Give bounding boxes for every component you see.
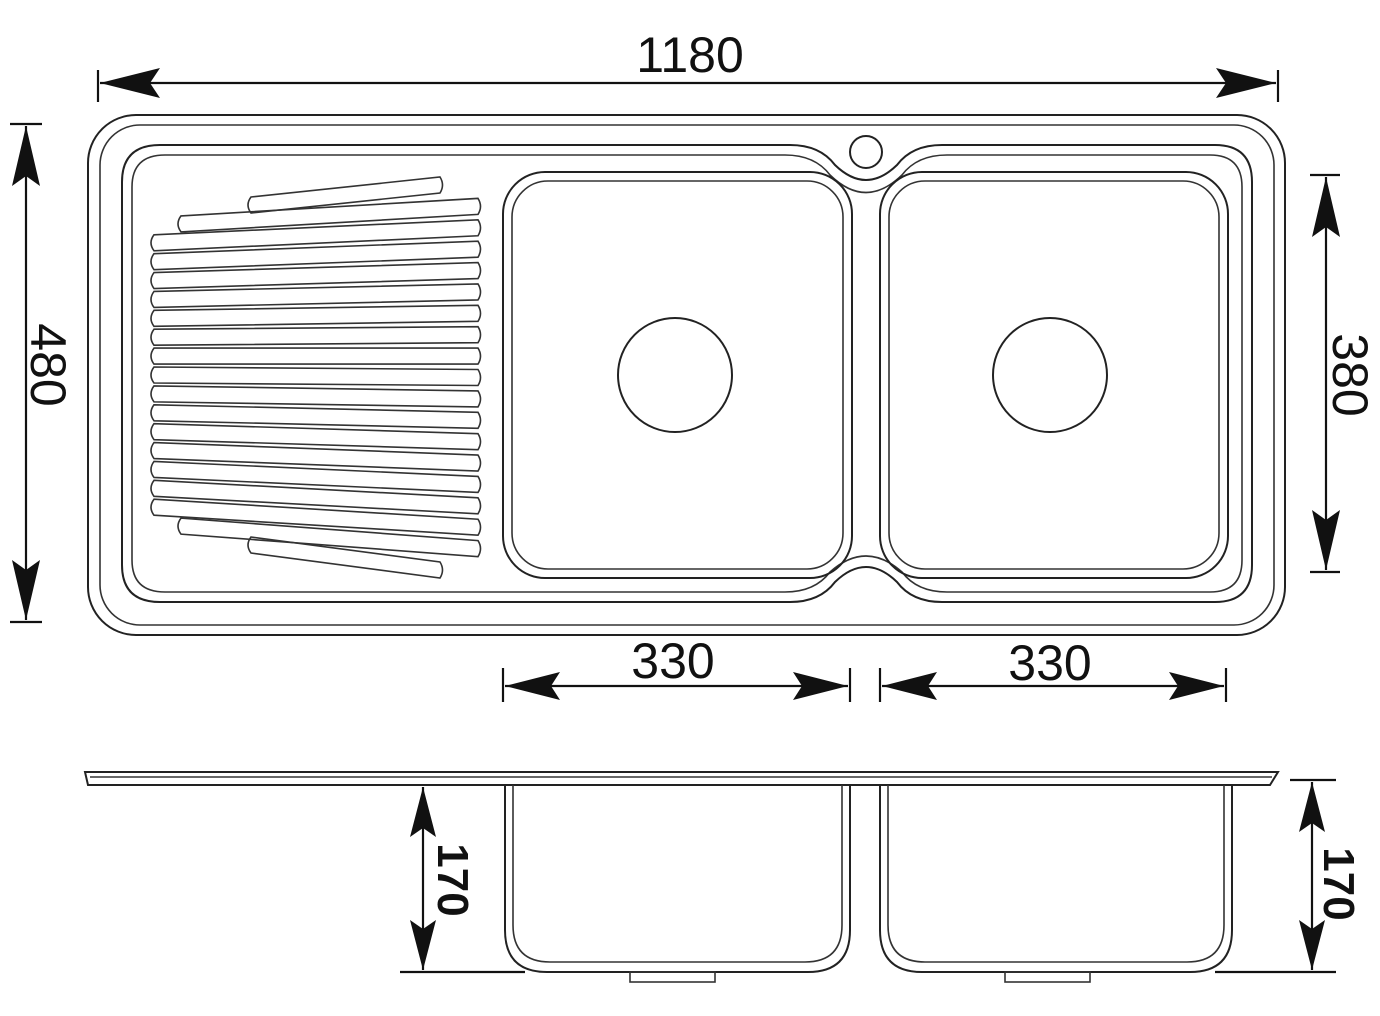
drainboard-groove — [150, 325, 482, 347]
drainboard-groove — [150, 479, 482, 515]
sink-top-view — [87, 114, 1286, 636]
right-bowl — [879, 171, 1229, 579]
left-bowl-width-label: 330 — [631, 633, 714, 689]
drainboard-groove — [150, 347, 482, 365]
overall-width-dimension: 480 — [10, 122, 76, 624]
drainboard-groove — [150, 403, 482, 430]
drainboard-groove — [150, 422, 482, 451]
left-drain — [617, 317, 733, 433]
right-bowl-depth-dimension: 170 — [1215, 778, 1363, 974]
right-bowl-width-label: 330 — [1008, 635, 1091, 691]
right-drain — [992, 317, 1108, 433]
overall-length-label: 1180 — [636, 27, 744, 83]
bowl-length-dimension: 380 — [1310, 173, 1378, 574]
drainboard-groove — [150, 218, 482, 252]
drainboard-groove — [150, 498, 482, 537]
drainboard-groove — [150, 366, 482, 387]
drainboard-grooves — [150, 176, 482, 579]
overall-length-dimension: 1180 — [96, 27, 1280, 102]
drainboard-groove — [247, 536, 444, 579]
left-bowl-width-dimension: 330 — [501, 633, 852, 702]
drainboard-groove — [150, 460, 482, 494]
drainboard-groove — [150, 441, 482, 472]
drainboard-groove — [177, 197, 482, 233]
sink-side-view — [83, 771, 1280, 983]
drainboard-groove — [150, 283, 482, 309]
drainboard-groove — [150, 304, 482, 328]
right-bowl-depth-label: 170 — [1314, 847, 1363, 920]
left-bowl-depth-dimension: 170 — [400, 787, 525, 974]
bowl-length-label: 380 — [1322, 333, 1378, 416]
drainboard-groove — [150, 240, 482, 271]
drainboard-groove — [150, 261, 482, 290]
drainboard-groove — [177, 517, 482, 558]
left-bowl-depth-label: 170 — [428, 843, 477, 916]
drainboard-groove — [150, 385, 482, 408]
tap-hole — [849, 135, 883, 169]
overall-width-label: 480 — [20, 323, 76, 406]
left-bowl — [502, 171, 853, 579]
drainboard-groove — [247, 176, 444, 214]
right-bowl-width-dimension: 330 — [878, 635, 1228, 702]
